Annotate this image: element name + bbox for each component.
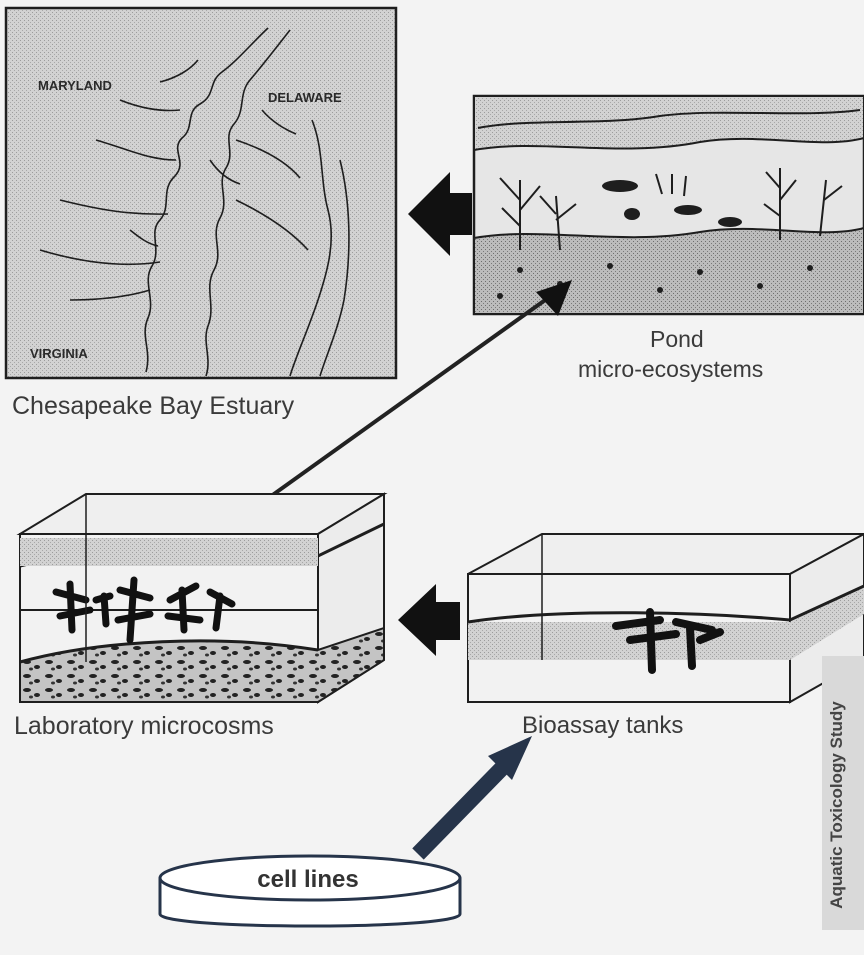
caption-laboratory-microcosms: Laboratory microcosms bbox=[14, 712, 274, 741]
diagram-canvas bbox=[0, 0, 864, 930]
chesapeake-map bbox=[6, 8, 396, 378]
sidebar-title: Aquatic Toxicology Study bbox=[827, 655, 853, 955]
cell-lines-label: cell lines bbox=[233, 866, 383, 894]
arrow-pond-to-map bbox=[408, 172, 472, 256]
laboratory-tank bbox=[20, 494, 384, 702]
caption-pond-line2: micro-ecosystems bbox=[578, 356, 763, 383]
map-label-maryland-text: MARYLAND bbox=[38, 78, 112, 93]
caption-chesapeake-bay-estuary: Chesapeake Bay Estuary bbox=[12, 392, 294, 421]
caption-bioassay-tanks: Bioassay tanks bbox=[522, 712, 683, 740]
caption-pond-line1: Pond bbox=[650, 326, 704, 353]
map-label-delaware: DELAWARE bbox=[268, 90, 342, 105]
arrow-bioassay-to-lab bbox=[398, 584, 460, 656]
pond-illustration bbox=[474, 96, 864, 314]
map-label-virginia: VIRGINIA bbox=[30, 346, 88, 361]
bioassay-tank bbox=[468, 534, 864, 702]
